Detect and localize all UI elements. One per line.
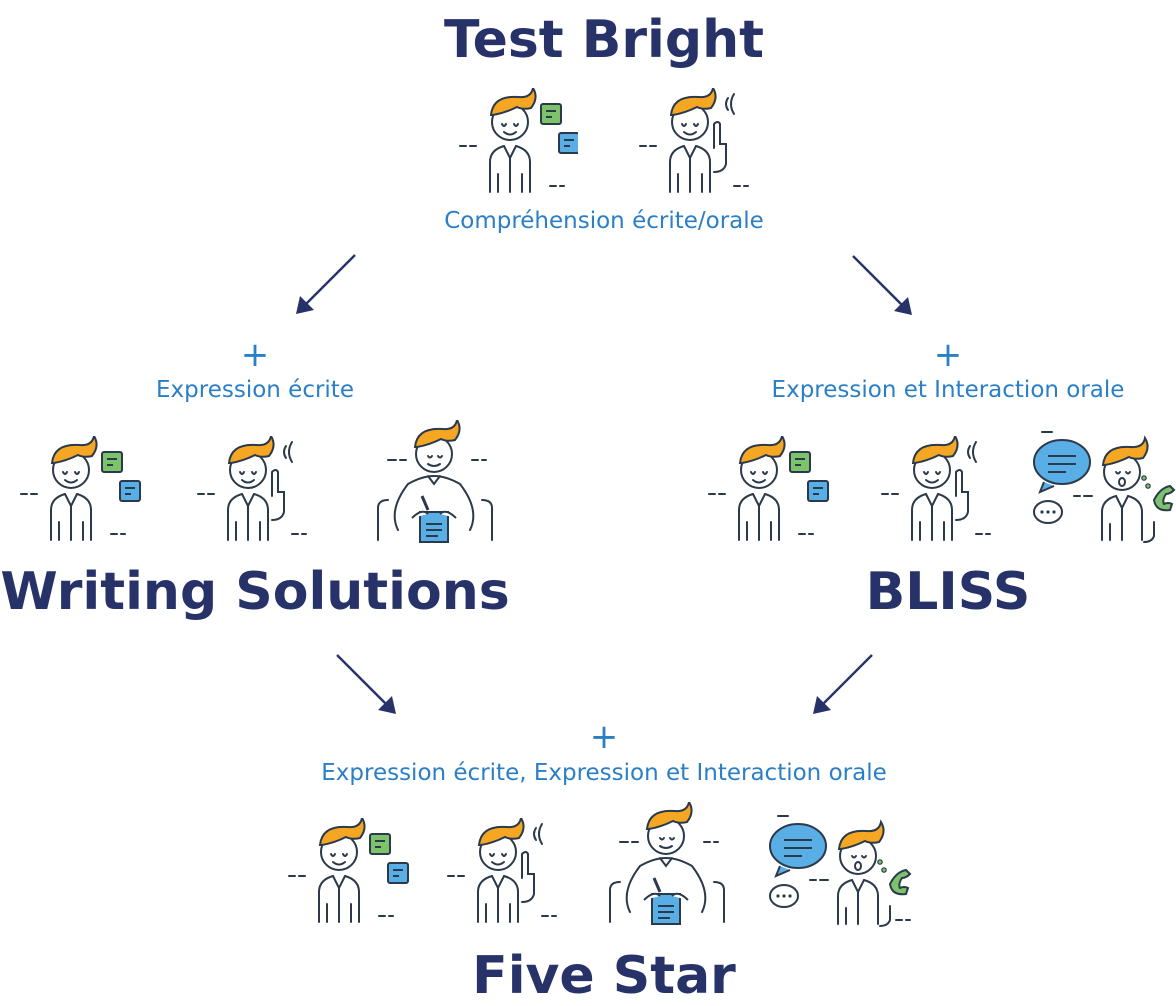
caption-test-bright: Compréhension écrite/orale <box>444 208 764 234</box>
caption-bliss: Expression et Interaction orale <box>771 377 1125 403</box>
arrowhead-left-bottom <box>378 696 396 714</box>
listening-person-icon <box>196 433 316 549</box>
arrow-top-to-right <box>852 255 909 312</box>
plus-right: + <box>933 335 963 375</box>
reading-person-icon <box>458 85 580 201</box>
plus-left: + <box>240 335 270 375</box>
reading-person-icon <box>14 433 144 549</box>
writing-person-icon <box>372 417 502 549</box>
plus-bottom: + <box>589 717 619 757</box>
reading-person-icon <box>702 433 832 549</box>
listening-person-icon <box>880 433 1000 549</box>
title-test-bright: Test Bright <box>444 10 764 70</box>
caption-writing-solutions: Expression écrite <box>156 377 354 403</box>
speaking-person-icon <box>766 812 912 933</box>
arrowhead-top-left <box>296 296 314 314</box>
title-writing-solutions: Writing Solutions <box>0 562 510 622</box>
title-bliss: BLISS <box>865 562 1031 622</box>
arrow-right-to-bottom <box>816 654 873 711</box>
arrow-top-to-left <box>299 254 356 311</box>
speaking-person-icon <box>1030 428 1176 549</box>
arrow-left-to-bottom <box>336 654 393 711</box>
arrowhead-top-right <box>894 297 912 315</box>
writing-person-icon <box>604 799 734 931</box>
reading-person-icon <box>282 815 412 931</box>
listening-person-icon <box>446 815 566 931</box>
arrowhead-right-bottom <box>813 696 831 714</box>
listening-person-icon <box>638 85 758 201</box>
caption-five-star: Expression écrite, Expression et Interac… <box>321 760 887 786</box>
title-five-star: Five Star <box>472 946 736 1006</box>
